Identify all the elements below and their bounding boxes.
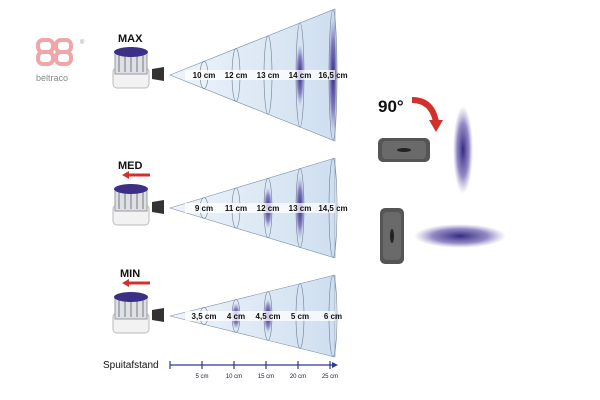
sprayer-device-icon [112, 184, 164, 226]
sprayer-device-icon [112, 47, 164, 89]
axis-tick-label: 25 cm [322, 374, 338, 380]
distance-label: 3,5 cm [192, 312, 217, 321]
sprayer-device-icon [112, 292, 164, 334]
distance-label: 6 cm [324, 312, 342, 321]
device-vertical-icon [380, 208, 404, 264]
distance-label: 12 cm [225, 71, 248, 80]
distance-label: 11 cm [225, 204, 247, 213]
axis-tick-label: 10 cm [226, 374, 242, 380]
distance-label: 12 cm [257, 204, 280, 213]
axis-tick-label: 15 cm [258, 374, 274, 380]
mode-label: MIN [120, 268, 140, 280]
distance-label: 4,5 cm [256, 312, 281, 321]
spray-row-max: MAX 10 cm 12 cm 13 cm 14 cm 16,5 cm [112, 8, 348, 142]
mode-label: MED [118, 160, 143, 172]
distance-label: 14,5 cm [318, 204, 347, 213]
rotation-label: 90° [378, 97, 404, 116]
axis-tick-label: 5 cm [195, 374, 208, 380]
distance-label: 5 cm [291, 312, 309, 321]
horizontal-spray-pattern [414, 224, 506, 248]
registered-mark: ® [80, 39, 85, 46]
axis-label: Spuitafstand [103, 360, 159, 371]
distance-axis: Spuitafstand 5 cm 10 cm 15 cm 20 cm 25 cm [103, 360, 338, 380]
spray-row-min: MIN 3,5 cm 4 cm 4,5 cm 5 cm 6 cm [112, 268, 342, 358]
distance-label: 16,5 cm [318, 71, 347, 80]
distance-label: 13 cm [257, 71, 280, 80]
device-horizontal-icon [378, 138, 430, 162]
distance-label: 14 cm [289, 71, 312, 80]
logo-text: beltraco [36, 73, 68, 83]
distance-label: 4 cm [227, 312, 245, 321]
vertical-spray-pattern [453, 106, 473, 194]
distance-label: 13 cm [289, 204, 312, 213]
axis-tick-label: 20 cm [290, 374, 306, 380]
mode-label: MAX [118, 33, 143, 45]
rotation-illustration: 90° [378, 97, 506, 264]
distance-label: 9 cm [195, 204, 213, 213]
beltraco-logo: ® beltraco [36, 38, 85, 83]
spray-row-med: MED 9 cm 11 cm 12 cm 13 cm 14,5 cm [112, 157, 348, 259]
distance-label: 10 cm [193, 71, 216, 80]
rotate-arrow-icon [411, 97, 439, 123]
